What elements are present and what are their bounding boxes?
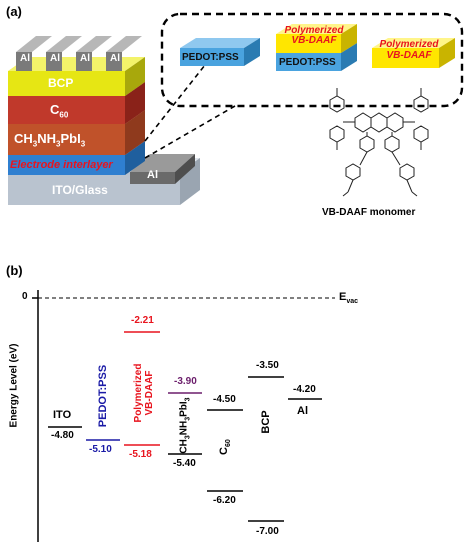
al-side-label: Al	[147, 169, 158, 181]
c60-label: C60	[50, 102, 69, 120]
inset-stack-slab	[276, 24, 357, 71]
al-side-electrode	[130, 154, 195, 184]
inset-polymer-slab	[372, 38, 455, 68]
ito-label: ITO/Glass	[52, 183, 108, 197]
al-name: Al	[297, 405, 308, 417]
c60-name: C60	[217, 439, 233, 455]
perovskite-label: CH3NH3PbI3	[14, 131, 86, 149]
ito-name: ITO	[53, 409, 72, 421]
device-stack-diagram	[8, 12, 464, 205]
perovskite-homo-value: -5.40	[173, 458, 196, 469]
zero-label: 0	[22, 291, 28, 302]
vb-daaf-monomer-structure	[329, 88, 429, 197]
inset-stack-pedot-label: PEDOT:PSS	[279, 57, 336, 68]
al-finger-label-1: Al	[20, 53, 30, 64]
energy-level-diagram	[32, 290, 335, 542]
polymer-lumo-value: -2.21	[131, 315, 154, 326]
y-axis-label: Energy Level (eV)	[8, 343, 20, 428]
perovskite-name: CH3NH3PbI3	[178, 397, 192, 454]
interlayer-label: Electrode interlayer	[10, 159, 113, 171]
al-value: -4.20	[293, 384, 316, 395]
bcp-homo-value: -7.00	[256, 526, 279, 537]
panel-b-label: (b)	[6, 263, 23, 278]
bcp-name: BCP	[260, 410, 272, 434]
c60-homo-value: -6.20	[213, 495, 236, 506]
al-finger-label-4: Al	[110, 53, 120, 64]
inset-pedot-slab	[180, 38, 260, 66]
al-finger-label-2: Al	[50, 53, 60, 64]
al-finger-label-3: Al	[80, 53, 90, 64]
bcp-lumo-value: -3.50	[256, 360, 279, 371]
ito-value: -4.80	[51, 430, 74, 441]
monomer-caption: VB-DAAF monomer	[322, 207, 416, 218]
perovskite-lumo-value: -3.90	[174, 376, 197, 387]
panel-a-label: (a)	[6, 4, 22, 19]
polymer-homo-value: -5.18	[129, 449, 152, 460]
inset-pedot-label: PEDOT:PSS	[182, 52, 239, 63]
pedot-value: -5.10	[89, 444, 112, 455]
evac-label: Evac	[339, 291, 359, 306]
al-top-fingers	[16, 36, 142, 71]
c60-lumo-value: -4.50	[213, 394, 236, 405]
pedot-name: PEDOT:PSS	[97, 364, 109, 428]
inset-box	[160, 12, 464, 108]
bcp-label: BCP	[48, 76, 74, 90]
